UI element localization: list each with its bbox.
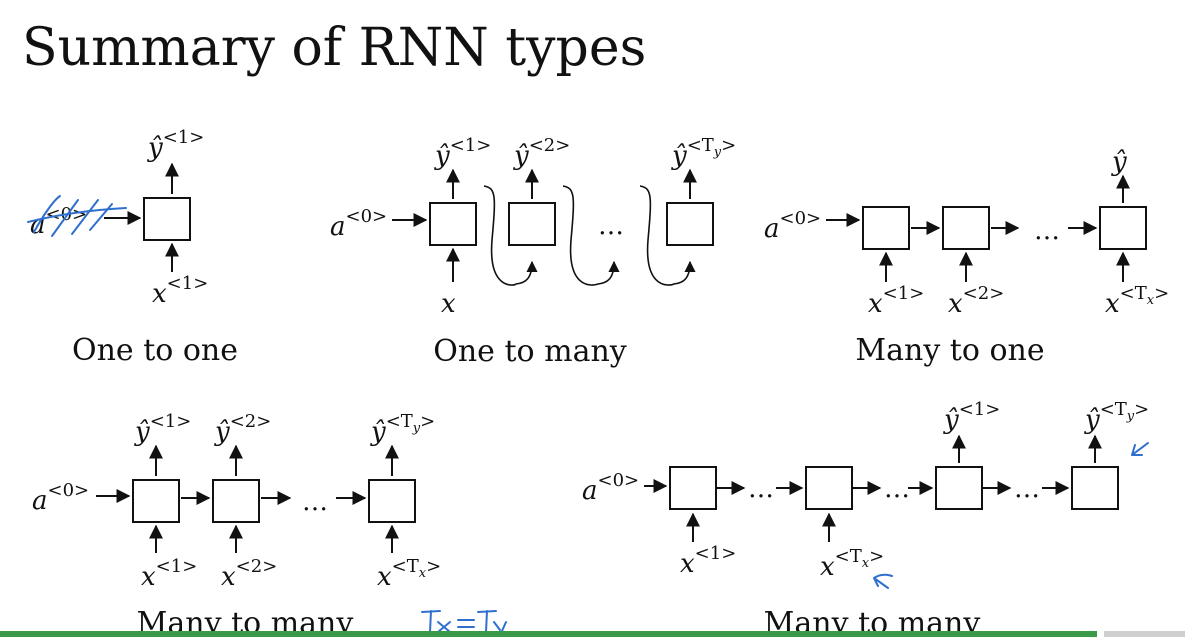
feedback-loop: [562, 185, 620, 286]
rnn-cell: [1071, 466, 1119, 510]
input-label: x<Tx>: [1105, 283, 1169, 319]
ellipsis: …: [1034, 216, 1060, 246]
input-label: x: [441, 289, 456, 319]
rnn-cell: [143, 197, 191, 241]
ellipsis: …: [884, 474, 910, 504]
input-label: x<2>: [948, 283, 1004, 319]
feedback-loop: [483, 185, 538, 286]
ellipsis: …: [748, 474, 774, 504]
output-label: ŷ: [1111, 147, 1127, 177]
slide-title: Summary of RNN types: [22, 18, 647, 78]
rnn-cell: [942, 206, 990, 250]
a0-label: a<0>: [30, 204, 87, 240]
output-label: ŷ<1>: [943, 399, 1000, 435]
rnn-cell: [429, 202, 477, 246]
input-label: x<2>: [221, 556, 277, 592]
a0-label: a<0>: [330, 206, 387, 242]
output-label: ŷ<1>: [434, 135, 491, 171]
slide-bottom-bar-gray: [1104, 631, 1185, 637]
rnn-cell: [862, 206, 910, 250]
rnn-cell: [368, 479, 416, 523]
slide-bottom-bar: [0, 631, 1097, 637]
ellipsis: …: [1014, 474, 1040, 504]
rnn-cell: [132, 479, 180, 523]
handwritten-strike-annotation: [27, 195, 127, 237]
feedback-loop: [639, 185, 696, 286]
rnn-cell: [669, 466, 717, 510]
a0-label: a<0>: [32, 480, 89, 516]
rnn-cell: [212, 479, 260, 523]
output-label: ŷ<1>: [147, 127, 204, 163]
output-label: ŷ<2>: [513, 135, 570, 171]
rnn-cell: [805, 466, 853, 510]
output-label: ŷ<Ty>: [370, 411, 435, 447]
input-label: x<1>: [680, 543, 736, 579]
output-label: ŷ<Ty>: [671, 135, 736, 171]
input-label: x<1>: [868, 283, 924, 319]
ellipsis: …: [302, 487, 328, 517]
rnn-cell: [1099, 206, 1147, 250]
caption-many-to-one: Many to one: [855, 333, 1044, 368]
ellipsis: …: [598, 211, 624, 241]
input-label: x<1>: [141, 556, 197, 592]
output-label: ŷ<2>: [214, 411, 271, 447]
output-label: ŷ<Ty>: [1084, 399, 1149, 435]
a0-label: a<0>: [764, 208, 821, 244]
input-label: x<Tx>: [377, 556, 441, 592]
input-label: x<Tx>: [820, 546, 884, 582]
handwritten-arrow-tx-annotation: [873, 573, 893, 589]
rnn-cell: [508, 202, 556, 246]
handwritten-tx-ty-annotation: [421, 610, 507, 637]
rnn-cell: [666, 202, 714, 246]
a0-label: a<0>: [582, 470, 639, 506]
caption-one-to-many: One to many: [433, 334, 627, 369]
output-label: ŷ<1>: [134, 411, 191, 447]
handwritten-arrow-ty-annotation: [1131, 442, 1149, 456]
input-label: x<1>: [152, 273, 208, 309]
rnn-cell: [935, 466, 983, 510]
caption-one-to-one: One to one: [72, 333, 238, 368]
